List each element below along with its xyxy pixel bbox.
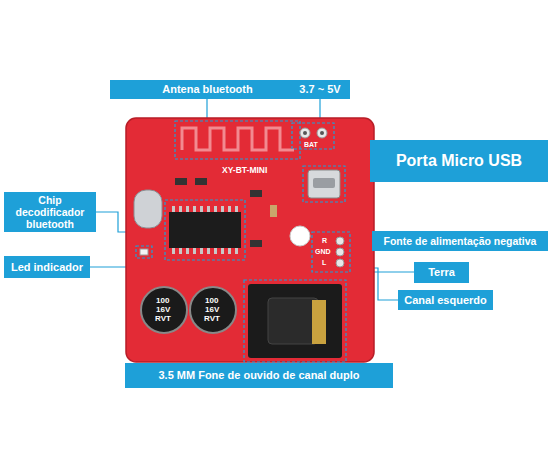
smd-part	[270, 205, 277, 217]
callout-text: Fonte de alimentação negativa	[384, 235, 537, 247]
capacitor-marking: 100	[156, 297, 169, 305]
capacitor-marking: 16V	[156, 306, 170, 314]
callout-box: Led indicador	[4, 256, 90, 278]
capacitor	[141, 287, 187, 333]
smd-part	[250, 190, 262, 197]
callout-text: 3.5 MM Fone de ouvido de canal duplo	[158, 369, 359, 382]
audio-jack	[248, 284, 342, 358]
callout-box: 3.5 MM Fone de ouvido de canal duplo	[125, 363, 393, 388]
pin-name: R	[322, 237, 327, 244]
callout-text: Porta Micro USB	[396, 152, 522, 170]
callout-box: Antena bluetooth	[110, 80, 305, 99]
callout-text: Canal esquerdo	[404, 294, 487, 307]
leader-line	[206, 98, 207, 118]
pin-name: BAT	[304, 141, 318, 148]
antenna-trace	[182, 128, 294, 150]
callout-text: Chip decodificador bluetooth	[8, 194, 92, 230]
pin-name: GND	[315, 248, 331, 255]
smd-part	[175, 178, 187, 185]
callout-box: Chip decodificador bluetooth	[4, 192, 96, 232]
capacitor-marking: RVT	[155, 315, 171, 323]
led	[140, 249, 148, 255]
leader-lines	[90, 98, 414, 363]
smd-part	[250, 240, 262, 247]
usb-opening	[313, 178, 335, 188]
capacitor-marking: 16V	[205, 306, 219, 314]
solder-pad	[336, 237, 344, 245]
solder-pad	[336, 248, 344, 256]
mounting-hole	[290, 226, 310, 246]
smd-part	[195, 178, 207, 185]
pin-name: L	[322, 259, 326, 266]
callout-box: Canal esquerdo	[398, 290, 493, 310]
pad-hole	[303, 131, 307, 135]
callout-box: Fonte de alimentação negativa	[372, 231, 548, 251]
highlight-frame	[292, 123, 334, 149]
highlight-frame	[175, 121, 300, 159]
jack-contact	[312, 300, 326, 344]
highlight-frame	[136, 246, 152, 258]
pcb-board	[126, 118, 374, 362]
jack-opening	[268, 298, 318, 344]
highlight-frame	[165, 200, 245, 260]
callout-text: Led indicador	[11, 261, 83, 274]
pad-hole	[320, 131, 324, 135]
callout-box: Terra	[414, 262, 469, 283]
callout-box: 3.7 ~ 5V	[290, 80, 350, 99]
callout-text: 3.7 ~ 5V	[299, 83, 340, 96]
solder-pad	[317, 128, 327, 138]
board-marking: XY-BT-MINI	[222, 166, 267, 175]
callout-text: Antena bluetooth	[162, 83, 252, 96]
callout-text: Terra	[428, 266, 455, 279]
highlight-frame	[303, 166, 345, 202]
solder-pad	[336, 259, 344, 267]
capacitor	[190, 287, 236, 333]
crystal-oscillator	[134, 190, 162, 228]
usb-connector	[308, 170, 340, 198]
capacitor-marking: RVT	[204, 315, 220, 323]
decoder-chip	[169, 212, 241, 248]
callout-box: Porta Micro USB	[370, 140, 548, 182]
highlight-frame	[312, 232, 350, 272]
capacitor-marking: 100	[205, 297, 218, 305]
solder-pad	[300, 128, 310, 138]
highlight-frame	[244, 280, 346, 362]
